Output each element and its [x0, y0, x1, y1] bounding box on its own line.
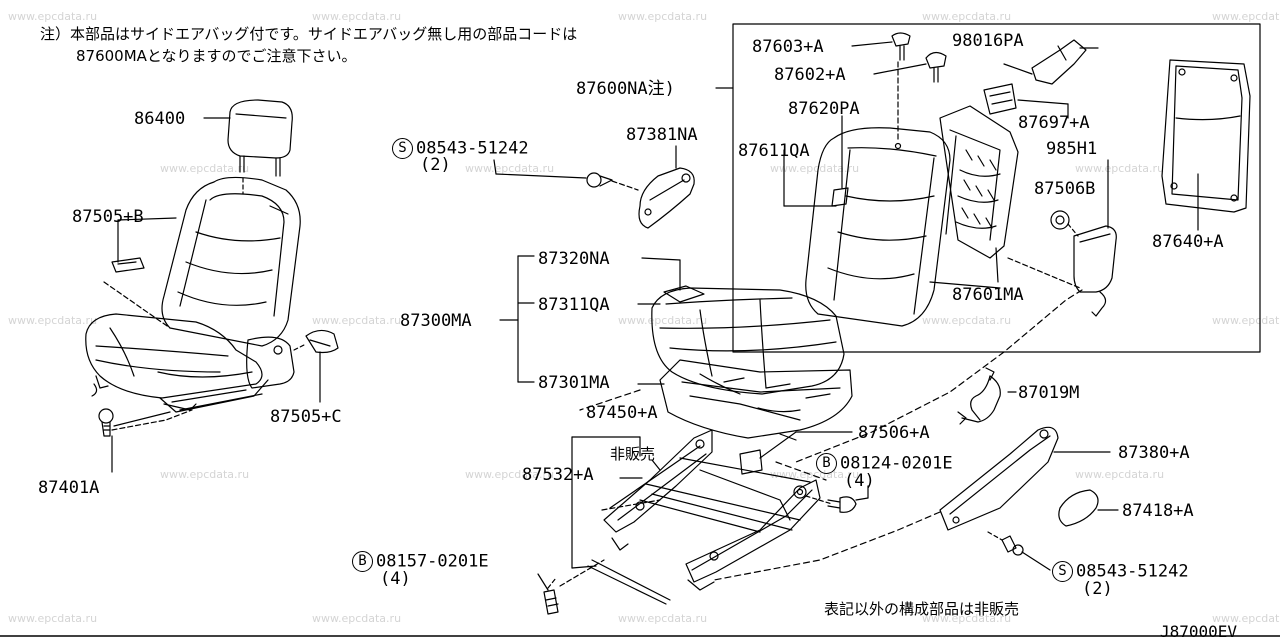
part-98016pa[interactable]: 98016PA — [952, 31, 1024, 51]
screw-symbol-s-icon: S — [392, 138, 413, 159]
part-87602-a[interactable]: 87602+A — [774, 65, 846, 85]
part-87611qa[interactable]: 87611QA — [738, 141, 810, 161]
part-08543-qty-bottom: (2) — [1082, 579, 1113, 599]
part-87401a[interactable]: 87401A — [38, 478, 100, 498]
watermark: www.epcdata.ru — [922, 612, 1012, 625]
part-87697-a[interactable]: 87697+A — [1018, 113, 1090, 133]
watermark: www.epcdata.ru — [618, 10, 708, 23]
part-87601ma[interactable]: 87601MA — [952, 285, 1024, 305]
part-87620pa[interactable]: 87620PA — [788, 99, 860, 119]
dashed-connectors — [579, 289, 1083, 581]
watermark: www.epcdata.ru — [922, 314, 1012, 327]
seatback-assembly-frame — [732, 23, 1261, 353]
not-for-sale-label: 非販売 — [610, 445, 656, 463]
side-airbag-note-line2: 87600MAとなりますのでご注意下さい。 — [76, 47, 357, 65]
watermark: www.epcdata.ru — [618, 314, 708, 327]
part-985h1[interactable]: 985H1 — [1046, 139, 1098, 159]
part-87532-a[interactable]: 87532+A — [522, 465, 594, 485]
watermark: www.epcdata.ru — [1212, 314, 1280, 327]
watermark: www.epcdata.ru — [922, 10, 1012, 23]
bolt-symbol-b-icon: B — [816, 453, 837, 474]
screw-symbol-s-icon: S — [1052, 561, 1073, 582]
part-87320na[interactable]: 87320NA — [538, 249, 610, 269]
watermark: www.epcdata.ru — [465, 162, 555, 175]
side-airbag-note-line1: 注）本部品はサイドエアバッグ付です。サイドエアバッグ無し用の部品コードは — [40, 25, 578, 43]
side-cover-drawing — [939, 367, 1119, 571]
part-87380-a[interactable]: 87380+A — [1118, 443, 1190, 463]
diagram-code: J87000EV — [1160, 622, 1238, 640]
watermark: www.epcdata.ru — [312, 314, 402, 327]
watermark: www.epcdata.ru — [8, 314, 98, 327]
others-not-for-sale-note: 表記以外の構成部品は非販売 — [824, 600, 1020, 618]
part-87019m[interactable]: 87019M — [1018, 383, 1080, 403]
watermark: www.epcdata.ru — [770, 162, 860, 175]
watermark: www.epcdata.ru — [1075, 162, 1165, 175]
part-87381na[interactable]: 87381NA — [626, 125, 698, 145]
seatback-internals-drawing — [715, 32, 1251, 327]
part-87600na[interactable]: 87600NA注) — [576, 79, 675, 99]
part-08157-qty: (4) — [380, 569, 411, 589]
part-87301ma[interactable]: 87301MA — [538, 373, 610, 393]
watermark: www.epcdata.ru — [160, 468, 250, 481]
seat-adjuster-drawing — [537, 429, 869, 615]
part-87506-a[interactable]: 87506+A — [858, 423, 930, 443]
seat-cushion-drawing — [499, 255, 853, 441]
bolt-symbol-b-icon: B — [352, 551, 373, 572]
watermark: www.epcdata.ru — [1212, 10, 1280, 23]
part-87506b[interactable]: 87506B — [1034, 179, 1096, 199]
part-87505-c[interactable]: 87505+C — [270, 407, 342, 427]
watermark: www.epcdata.ru — [160, 162, 250, 175]
complete-seat-drawing — [85, 99, 339, 437]
watermark: www.epcdata.ru — [1075, 468, 1165, 481]
part-87603-a[interactable]: 87603+A — [752, 37, 824, 57]
watermark: www.epcdata.ru — [618, 612, 708, 625]
watermark: www.epcdata.ru — [770, 468, 860, 481]
part-87418-a[interactable]: 87418+A — [1122, 501, 1194, 521]
part-08124-qty: (4) — [844, 471, 875, 491]
part-87640-a[interactable]: 87640+A — [1152, 232, 1224, 252]
watermark: www.epcdata.ru — [8, 612, 98, 625]
part-87300ma[interactable]: 87300MA — [400, 311, 472, 331]
part-86400[interactable]: 86400 — [134, 109, 186, 129]
watermark: www.epcdata.ru — [1212, 612, 1280, 625]
part-87450-a[interactable]: 87450+A — [586, 403, 658, 423]
watermark: www.epcdata.ru — [465, 468, 555, 481]
leader-lines-left — [111, 117, 321, 473]
watermark: www.epcdata.ru — [312, 612, 402, 625]
watermark: www.epcdata.ru — [8, 10, 98, 23]
part-87505-b[interactable]: 87505+B — [72, 207, 144, 227]
watermark: www.epcdata.ru — [312, 10, 402, 23]
part-87311qa[interactable]: 87311QA — [538, 295, 610, 315]
bracket-87381na-drawing — [493, 145, 695, 229]
part-08543-qty-top: (2) — [420, 155, 451, 175]
